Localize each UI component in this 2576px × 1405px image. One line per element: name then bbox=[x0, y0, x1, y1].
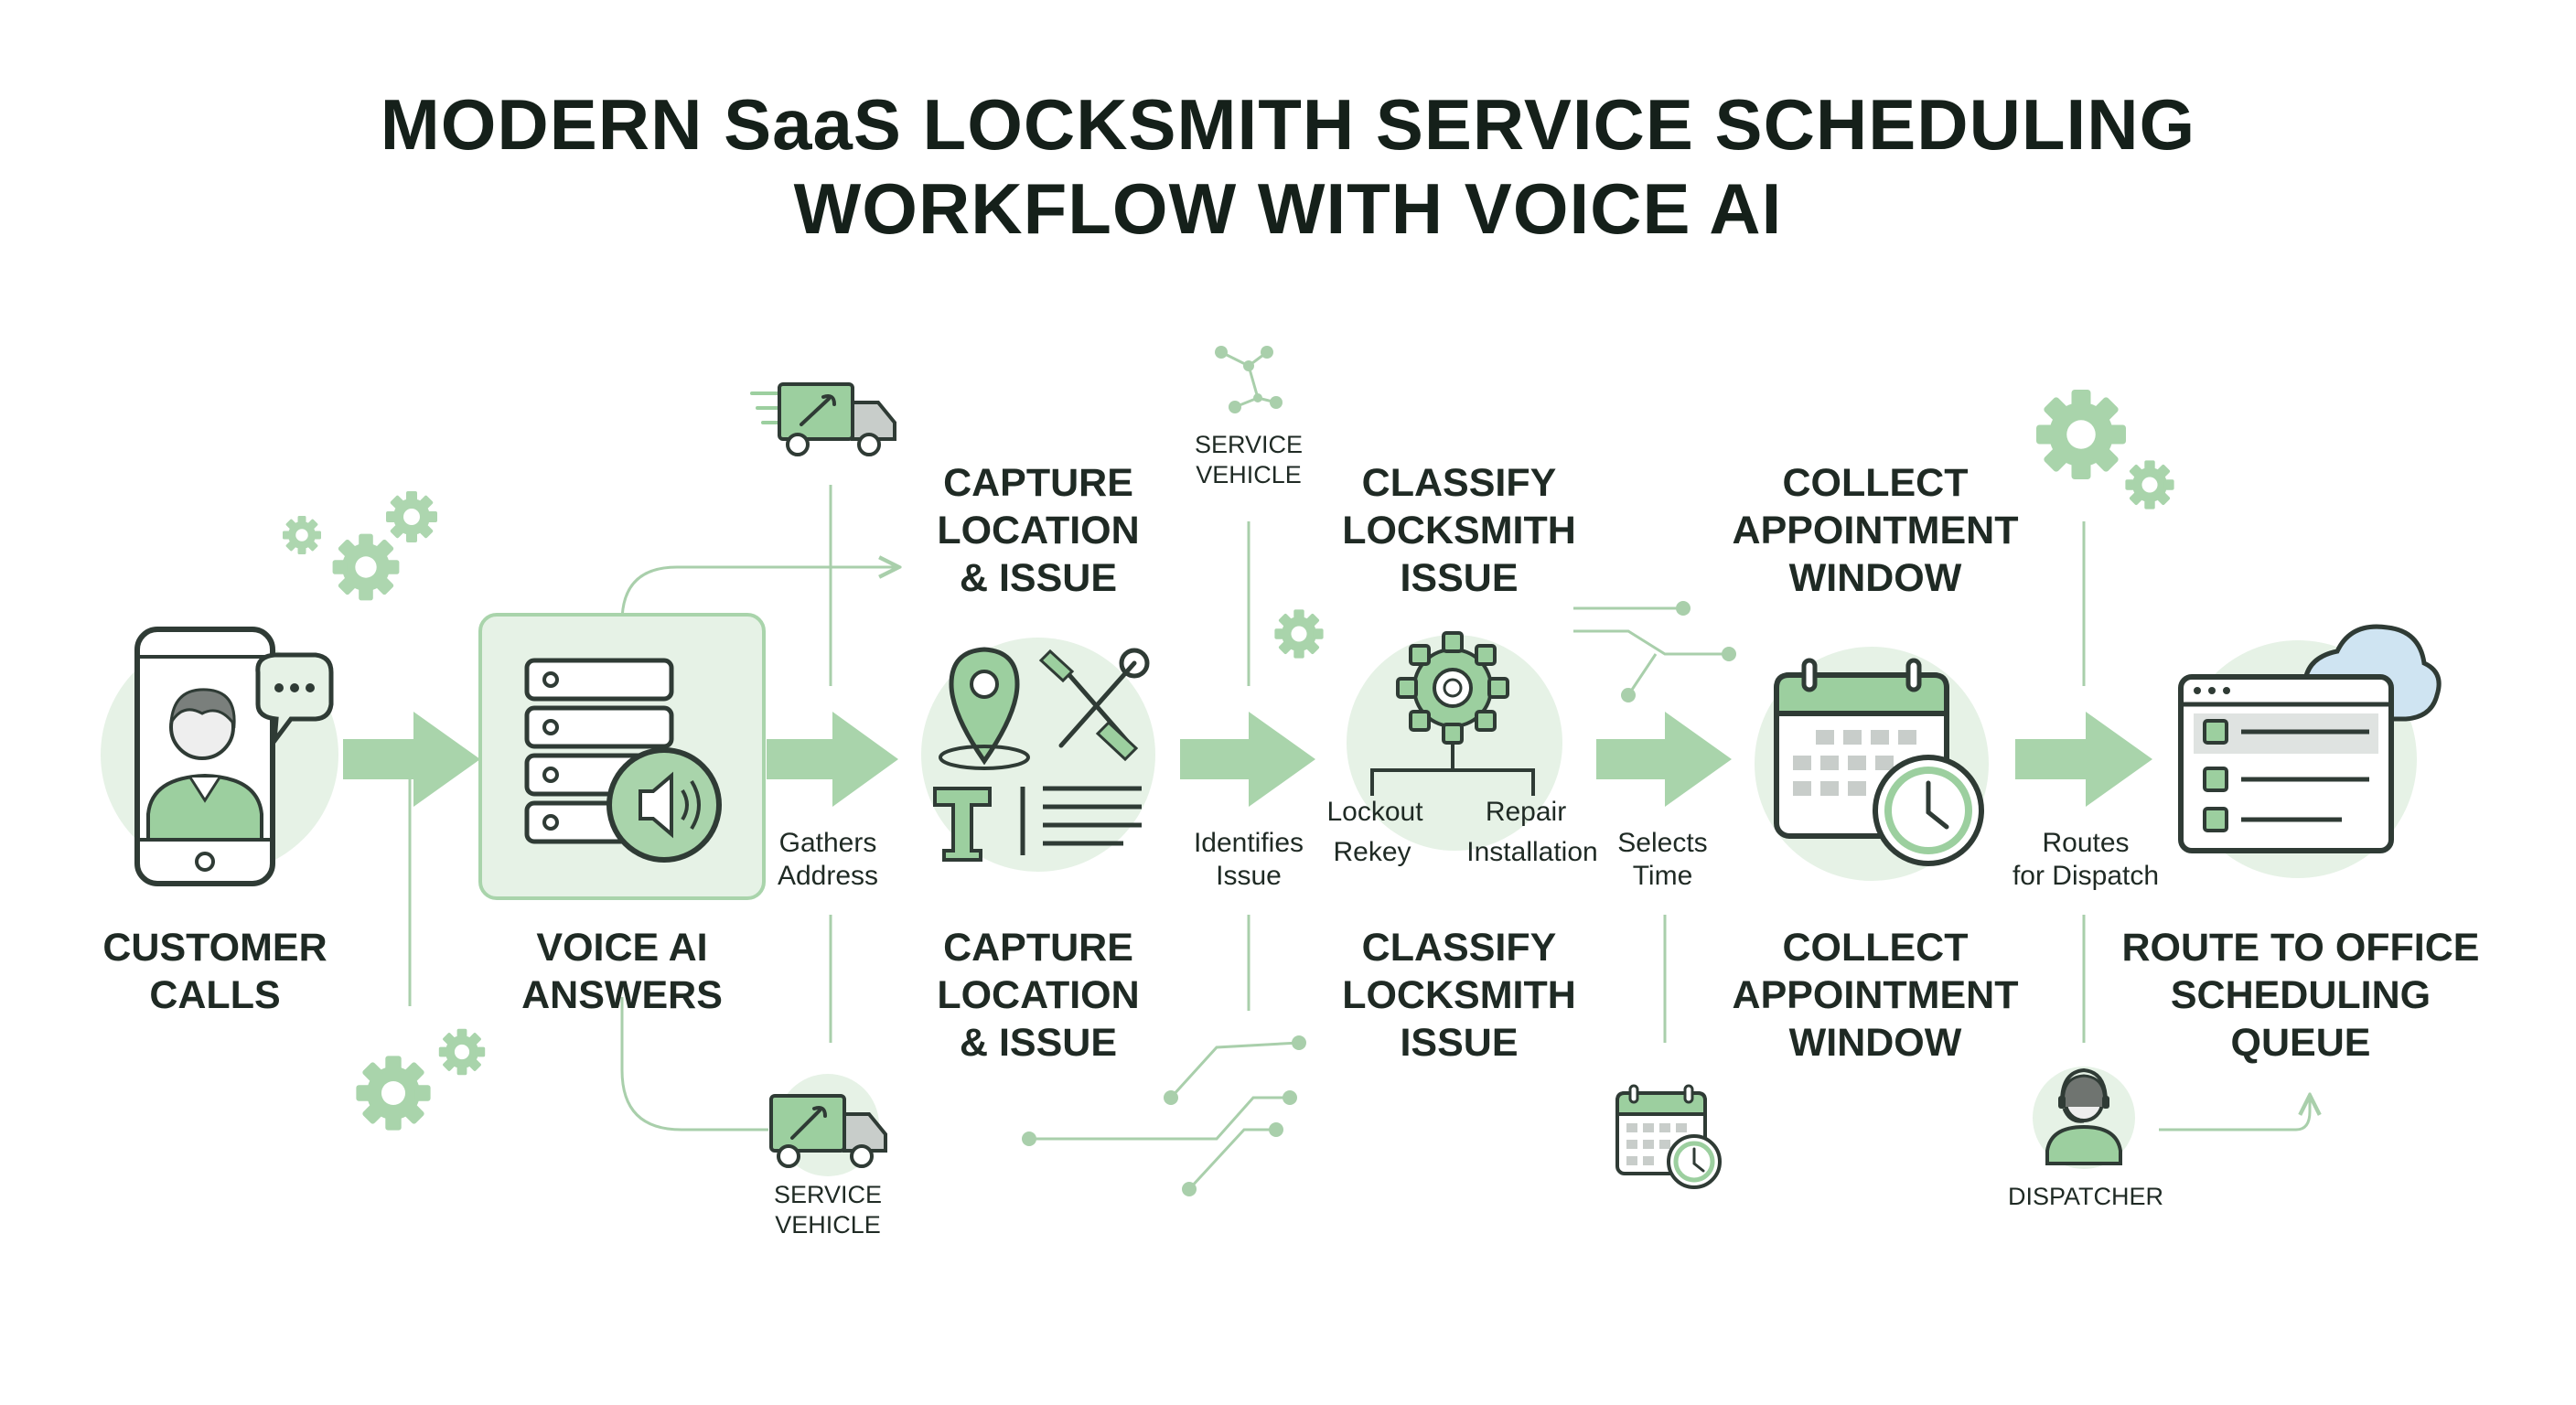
stage-label-classify-issue-top: CLASSIFY LOCKSMITH ISSUE bbox=[1342, 461, 1576, 600]
gear-tree-icon bbox=[1347, 631, 1562, 851]
stage-label-collect-window-bottom: COLLECT APPOINTMENT WINDOW bbox=[1732, 926, 2019, 1065]
dispatcher-icon bbox=[2033, 1067, 2135, 1169]
server-speaker-icon bbox=[478, 613, 766, 900]
calendar-clock-icon bbox=[1755, 647, 1989, 881]
page-title: MODERN SaaS LOCKSMITH SERVICE SCHEDULING bbox=[380, 84, 2196, 165]
gear-icon bbox=[283, 491, 437, 601]
phone-caller-icon bbox=[101, 627, 338, 886]
location-tools-icon bbox=[921, 638, 1155, 872]
stage-label-customer-calls: CUSTOMER CALLS bbox=[102, 926, 327, 1017]
stage-label-voice-ai-answers: VOICE AI ANSWERS bbox=[521, 926, 723, 1017]
branch-label-lockout: Lockout bbox=[1326, 797, 1423, 827]
browser-cloud-icon bbox=[2178, 624, 2442, 878]
arrow-label-routes-for-dispatch: Routes for Dispatch bbox=[2012, 828, 2160, 891]
arrow-label-gathers-address: Gathers Address bbox=[777, 828, 879, 891]
stage-label-capture-location-top: CAPTURE LOCATION & ISSUE bbox=[937, 461, 1140, 600]
network-icon bbox=[1215, 346, 1283, 413]
branch-label-rekey: Rekey bbox=[1333, 837, 1411, 867]
flow-arrows bbox=[343, 712, 2152, 807]
page-subtitle: WORKFLOW WITH VOICE AI bbox=[793, 168, 1783, 249]
stage-label-collect-window-top: COLLECT APPOINTMENT WINDOW bbox=[1732, 461, 2019, 600]
arrow-label-identifies-issue: Identifies Issue bbox=[1193, 828, 1304, 891]
stage-label-classify-issue-bottom: CLASSIFY LOCKSMITH ISSUE bbox=[1342, 926, 1576, 1065]
gear-icon bbox=[356, 1028, 486, 1131]
branch-label-installation: Installation bbox=[1466, 837, 1598, 867]
arrow-label-selects-time: Selects Time bbox=[1617, 828, 1708, 891]
branch-label-repair: Repair bbox=[1485, 797, 1567, 827]
small-calendar-icon bbox=[1615, 1084, 1722, 1189]
truck-icon bbox=[769, 1074, 887, 1176]
truck-icon bbox=[750, 382, 896, 456]
annotation-service-vehicle-bottom: SERVICE VEHICLE bbox=[773, 1181, 883, 1239]
gear-icon bbox=[2036, 390, 2174, 509]
gear-icon bbox=[1274, 609, 1324, 659]
annotation-service-vehicle-top: SERVICE VEHICLE bbox=[1194, 431, 1304, 488]
stage-label-capture-location-bottom: CAPTURE LOCATION & ISSUE bbox=[937, 926, 1140, 1065]
annotation-dispatcher: DISPATCHER bbox=[2007, 1183, 2163, 1210]
stage-label-route-to-queue: ROUTE TO OFFICE SCHEDULING QUEUE bbox=[2121, 926, 2480, 1065]
